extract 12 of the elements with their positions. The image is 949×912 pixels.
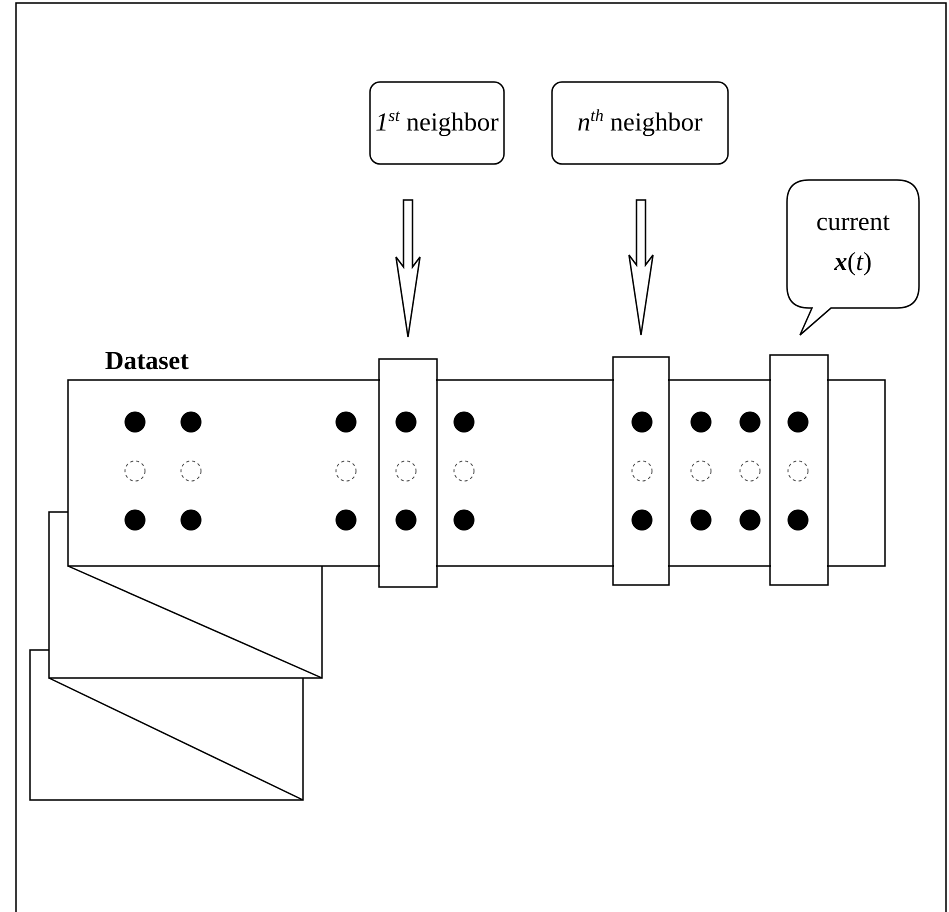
callout-text: current x(t) bbox=[815, 206, 891, 278]
box-label: n$^{th}$ neighbor bbox=[576, 106, 704, 138]
label-box bbox=[551, 81, 729, 165]
block-arrow bbox=[628, 199, 654, 336]
window-frame bbox=[769, 354, 829, 586]
block-arrow bbox=[395, 199, 421, 338]
window-frame bbox=[378, 358, 438, 588]
dataset-heading: Dataset bbox=[105, 346, 189, 376]
box-label: 1$^{st}$ neighbor bbox=[374, 106, 500, 138]
speech-bubble bbox=[786, 179, 920, 336]
label-box bbox=[369, 81, 505, 165]
window-frame bbox=[612, 356, 670, 586]
